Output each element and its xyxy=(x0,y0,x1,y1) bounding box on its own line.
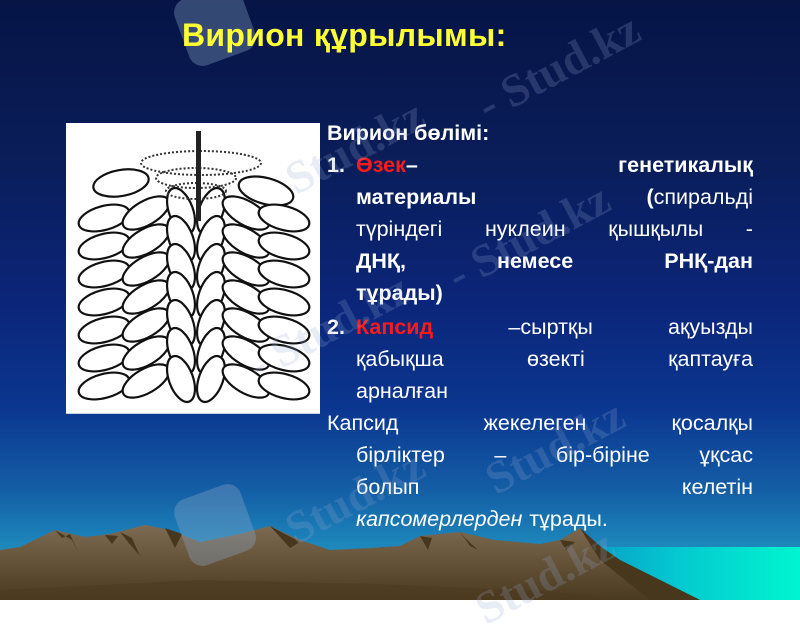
virion-capsid-icon xyxy=(74,131,314,407)
item-2-word: ақуызды xyxy=(668,315,753,339)
item-1-line-4: ДНҚ, немесе РНҚ-дан xyxy=(356,246,753,276)
item-2-word: қаптауға xyxy=(668,347,753,371)
item-2-head: 2. Капсид xyxy=(327,312,433,342)
item-2-line-1: 2. Капсид –сыртқы ақуызды xyxy=(327,312,753,342)
paragraph-word: бірліктер xyxy=(356,443,445,467)
paragraph-line-2: бірліктер – бір-біріне ұқсас xyxy=(356,440,753,470)
item-1-text: (спиральді xyxy=(646,182,753,212)
paragraph-word: Капсид xyxy=(327,411,399,435)
paragraph-word: тұрады. xyxy=(529,507,608,531)
item-2-word: арналған xyxy=(356,379,448,403)
item-2-term: Капсид xyxy=(356,315,434,339)
item-1-word: түріндегі xyxy=(356,217,443,241)
paragraph-word: ұқсас xyxy=(699,443,753,467)
capsomer-term: капсомерлерден xyxy=(356,507,523,531)
mountains-illustration xyxy=(0,525,700,600)
item-1-word: қышқылы xyxy=(608,217,704,241)
slide-title: Вирион құрылымы: xyxy=(182,17,507,53)
paragraph-word: келетін xyxy=(681,475,753,499)
item-1-word: тұрады) xyxy=(356,281,443,305)
item-1-word: РНҚ-дан xyxy=(664,249,753,273)
item-2-word: қабықша xyxy=(356,347,444,371)
item-1-head: 1. Өзек– xyxy=(327,150,418,180)
item-1-line-3: түріндегі нуклеин қышқылы - xyxy=(356,214,753,244)
item-1-text: генетикалық xyxy=(618,153,753,177)
paragraph-word: бір-біріне xyxy=(555,443,650,467)
paragraph-word: болып xyxy=(356,475,420,499)
heading-text: Вирион бөлімі: xyxy=(327,121,490,145)
item-1-number: 1. xyxy=(327,153,345,177)
item-2-number: 2. xyxy=(327,315,345,339)
paragraph-word: жекелеген xyxy=(483,411,587,435)
item-1-line-2: материалы (спиральді xyxy=(356,182,753,212)
item-1-term: Өзек xyxy=(356,153,406,177)
item-1-word: спиральді xyxy=(653,185,753,209)
paragraph-word: қосалқы xyxy=(671,411,753,435)
paragraph-line-3: болып келетін xyxy=(356,472,753,502)
paragraph-word: – xyxy=(494,443,507,467)
paragraph-line-4: капсомерлерден тұрады. xyxy=(356,504,753,534)
item-1-word: - xyxy=(745,217,753,241)
paragraph-line-1: Капсид жекелеген қосалқы xyxy=(327,408,753,438)
item-1-word: ДНҚ, xyxy=(356,249,406,273)
item-2-word: өзекті xyxy=(527,347,585,371)
item-1-line-5: тұрады) xyxy=(356,278,753,308)
item-1-word: нуклеин xyxy=(484,217,566,241)
body-heading: Вирион бөлімі: xyxy=(327,118,753,148)
item-1-line-1: 1. Өзек– генетикалық xyxy=(327,150,753,180)
paren: ( xyxy=(646,185,654,209)
item-1-text: материалы xyxy=(356,185,477,209)
item-2-line-3: арналған xyxy=(356,376,753,406)
item-1-word: немесе xyxy=(497,249,574,273)
virion-figure xyxy=(66,123,320,414)
item-2-line-2: қабықша өзекті қаптауға xyxy=(356,344,753,374)
item-2-word: –сыртқы xyxy=(508,315,593,339)
item-1-dash: – xyxy=(405,153,418,177)
